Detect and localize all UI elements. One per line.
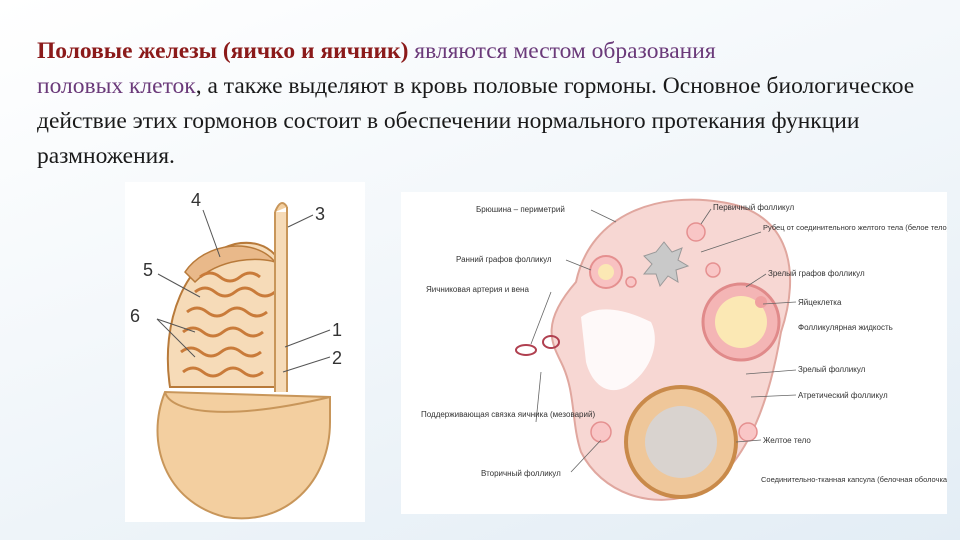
tunica-lower [156, 390, 331, 520]
label-primary-follicle: Первичный фолликул [713, 203, 794, 212]
paragraph-part4: , а также выделяют в кровь половые гормо… [37, 73, 915, 169]
testis-diagram: 4 3 5 6 1 2 [130, 190, 342, 520]
label-4: 4 [191, 190, 201, 210]
term-sex-cells: половых клеток [37, 73, 196, 99]
label-1: 1 [332, 320, 342, 340]
label-mesovarium: Поддерживающая связка яичника (мезоварий… [421, 410, 595, 419]
label-follicular-fluid: Фолликулярная жидкость [798, 323, 893, 332]
seminiferous-tubules [180, 271, 276, 378]
label-corpus-albicans: Рубец от соединительного желтого тела (б… [763, 223, 947, 232]
intro-paragraph: Половые железы (яичко и яичник) являются… [37, 34, 927, 174]
label-atretic-follicle: Атретический фолликул [798, 391, 888, 400]
label-ovum: Яйцеклетка [798, 298, 842, 307]
testis-body [166, 241, 287, 388]
label-3: 3 [315, 204, 325, 224]
label-artery-vein: Яичниковая артерия и вена [426, 285, 529, 294]
paragraph-part2: являются местом образования [408, 38, 716, 64]
corpus-albicans [642, 241, 690, 288]
label-mature-graaf: Зрелый графов фолликул [768, 269, 865, 278]
label-6: 6 [130, 306, 140, 326]
label-2: 2 [332, 348, 342, 368]
label-serosa: Брюшина – периметрий [476, 205, 565, 214]
label-capsule: Соединительно-тканная капсула (белочная … [761, 475, 947, 484]
label-vesicular-follicle: Зрелый фолликул [798, 365, 866, 374]
label-early-graaf: Ранний графов фолликул [456, 255, 552, 264]
label-secondary-follicle: Вторичный фолликул [481, 469, 561, 478]
label-5: 5 [143, 260, 153, 280]
label-lines [530, 208, 797, 473]
ovary-illustration: Брюшина – периметрий Первичный фолликул … [401, 192, 950, 514]
label-corpus-luteum: Желтое тело [763, 436, 811, 445]
testis-illustration: 4 3 5 6 1 2 [125, 182, 365, 522]
ovary-diagram: Брюшина – периметрий Первичный фолликул … [421, 198, 950, 501]
term-sex-glands: Половые железы (яичко и яичник) [37, 38, 409, 64]
